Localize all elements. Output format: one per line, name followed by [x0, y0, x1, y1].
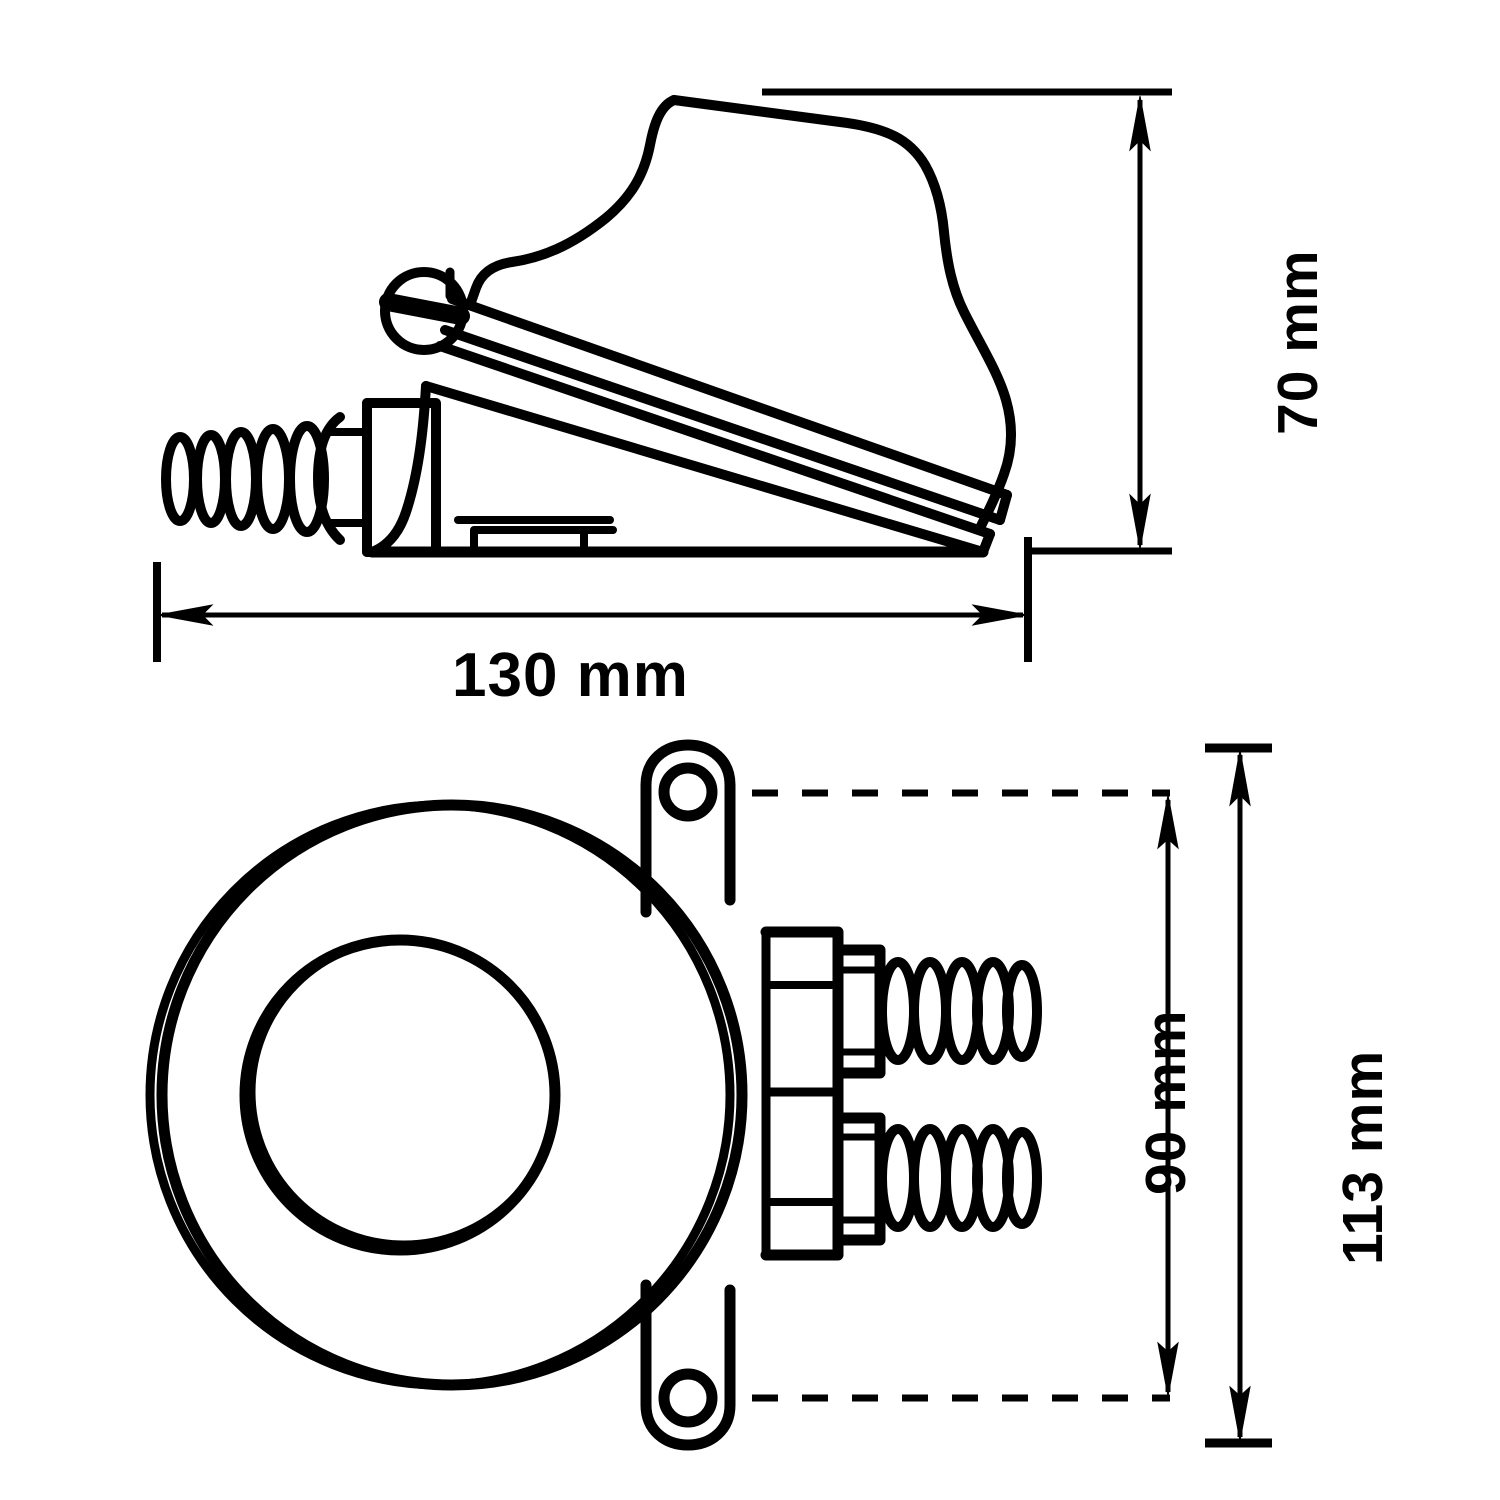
pivot-screw-slot — [379, 293, 470, 325]
plan-outer-circle-inner-offset — [145, 800, 735, 1390]
dim-90-arrowhead-bottom — [1157, 1341, 1179, 1397]
enclosure-upper-band-top — [447, 294, 1012, 500]
dim-113-arrowhead-bottom — [1229, 1385, 1251, 1442]
strain-relief-ring-4 — [192, 430, 230, 528]
gland-nut-lower — [832, 1112, 886, 1246]
mounting-ear-lower — [640, 1279, 736, 1451]
dimension-label-hole-spacing: 90 mm — [1134, 1009, 1198, 1195]
enclosure-lower-band-bottom — [421, 381, 988, 557]
dim-70-arrowhead-bottom — [1129, 493, 1151, 550]
strain-relief-ring-2 — [252, 424, 294, 534]
strain-relief-ring-5 — [161, 432, 199, 526]
side-view-dimensions — [153, 88, 1172, 662]
plan-view-dimensions — [752, 743, 1272, 1448]
dimension-label-height: 70 mm — [1266, 249, 1330, 435]
dimension-label-width: 130 mm — [452, 641, 689, 710]
plan-strain-ring-u5 — [1002, 960, 1042, 1062]
mounting-hole-upper — [658, 762, 718, 822]
plan-view — [145, 739, 1042, 1451]
mounting-hole-lower — [658, 1368, 718, 1428]
base-foot-pad — [470, 526, 617, 556]
dim-113-arrowhead-top — [1229, 749, 1251, 807]
dim-90-arrowhead-top — [1157, 794, 1179, 850]
strain-relief-ring-3 — [221, 427, 261, 531]
enclosure-upper-band-bottom — [440, 325, 1005, 525]
enclosure-lower-band-top — [435, 341, 995, 539]
enclosure-dome-outline — [465, 95, 679, 310]
enclosure-left-wall — [367, 381, 431, 557]
mounting-ear-upper — [640, 739, 736, 918]
enclosure-dome-outline-right — [669, 95, 1017, 533]
plan-strain-ring-l5 — [1002, 1127, 1042, 1229]
plan-inner-circle-offset — [248, 936, 560, 1248]
dimension-label-overall-depth: 113 mm — [1331, 1049, 1395, 1265]
side-elevation-view — [161, 95, 1017, 558]
dim-130-arrowhead-left — [157, 604, 214, 626]
gland-nut-upper — [832, 944, 886, 1079]
dim-70-arrowhead-top — [1129, 95, 1151, 152]
dim-130-arrowhead-right — [971, 604, 1028, 626]
